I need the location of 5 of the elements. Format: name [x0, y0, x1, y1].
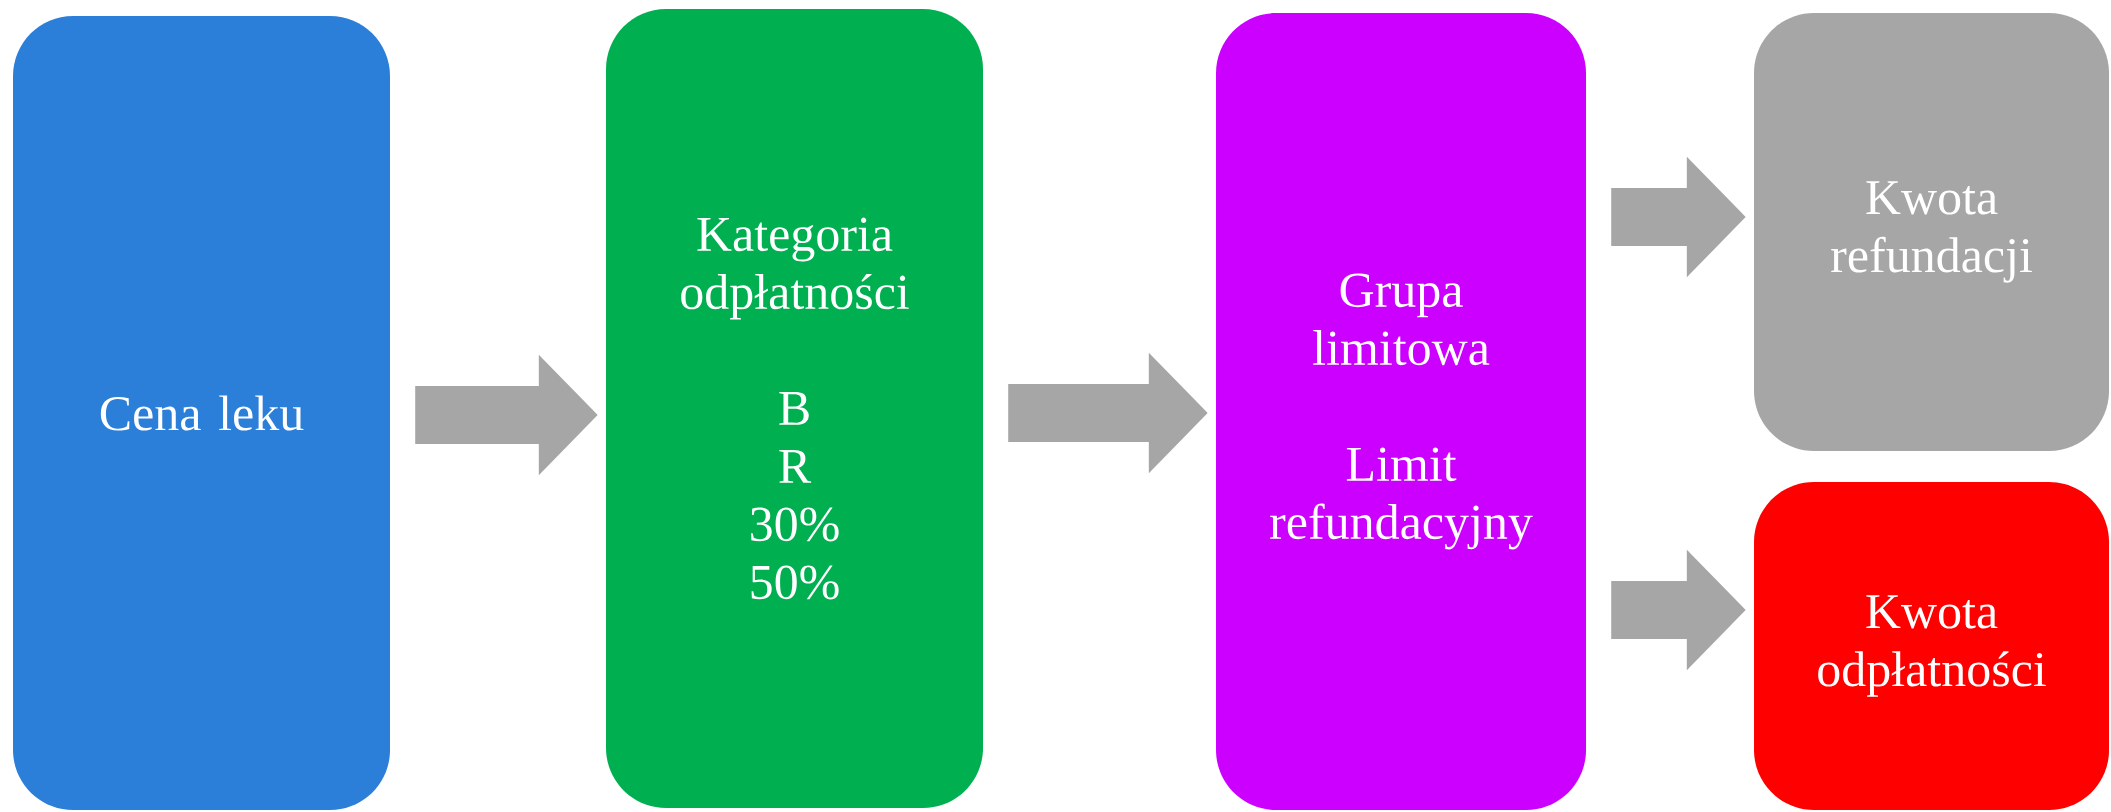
process-box: Grupa limitowa Limit refundacyjny	[1216, 13, 1586, 810]
process-box: Kwota odpłatności	[1754, 482, 2109, 810]
process-box: Kategoria odpłatności B R 30% 50%	[606, 9, 983, 808]
process-box: Cena leku	[13, 16, 390, 810]
process-box: Kwota refundacji	[1754, 13, 2109, 451]
